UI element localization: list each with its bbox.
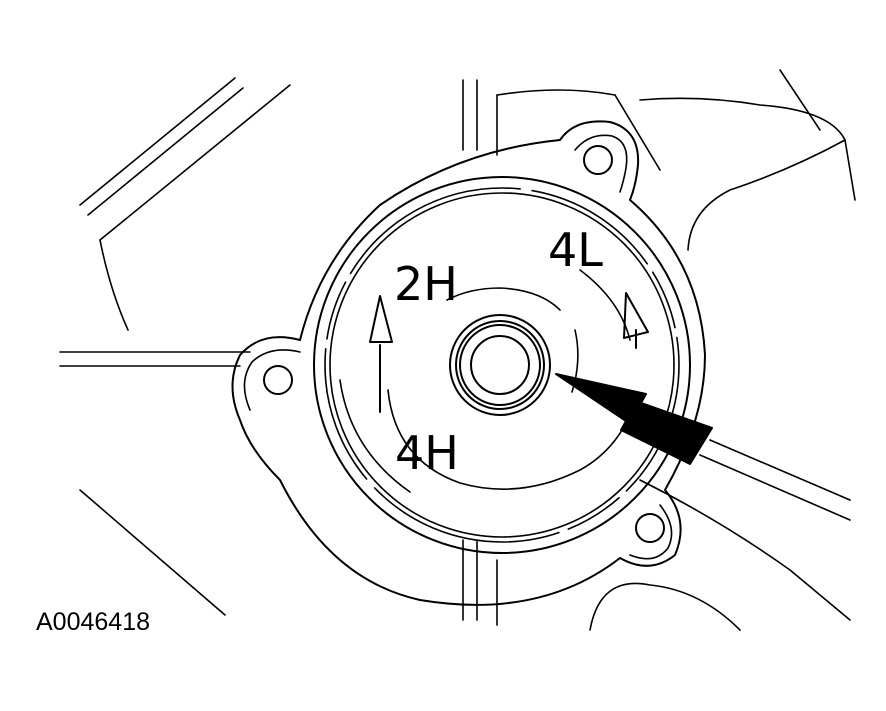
housing-outline	[59, 69, 856, 631]
mounting-hole-left	[263, 365, 293, 395]
mounting-holes	[263, 145, 665, 543]
motor-flange	[231, 120, 706, 606]
motor-body	[313, 176, 691, 554]
figure-id: A0046418	[36, 608, 150, 636]
label-4h: 4H	[395, 426, 459, 480]
direction-arrows	[369, 292, 649, 413]
label-4l: 4L	[548, 223, 603, 277]
pointer-arrow	[555, 373, 713, 465]
mounting-hole-top	[583, 145, 613, 175]
label-2h: 2H	[394, 257, 458, 311]
mounting-hole-bottom	[635, 513, 665, 543]
arrow-left-head	[369, 295, 393, 343]
output-shaft	[449, 314, 551, 416]
arrow-right-head	[623, 292, 649, 339]
